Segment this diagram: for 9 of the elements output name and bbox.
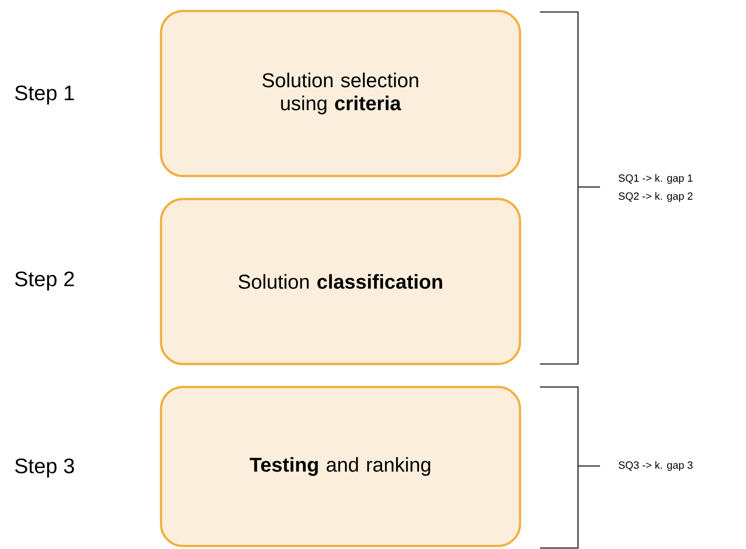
process-box: Testing and ranking [160, 386, 522, 548]
step-label: Step 2 [15, 271, 74, 290]
step-label: Step 1 [15, 85, 74, 104]
process-box: Solution selection using criteria [160, 10, 522, 178]
note: SQ3 -> k. gap 3 [618, 461, 693, 471]
process-box: Solution classification [160, 198, 522, 366]
note: SQ1 -> k. gap 1 [618, 174, 692, 184]
step-label: Step 3 [15, 458, 74, 478]
note: SQ2 -> k. gap 2 [618, 192, 692, 202]
